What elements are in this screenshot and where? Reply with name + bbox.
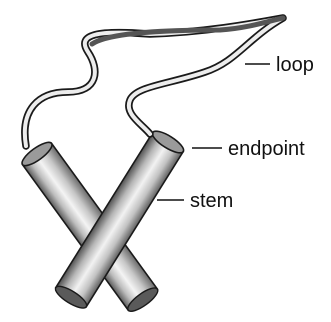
endpoint-label: endpoint [228, 138, 305, 160]
loop-label: loop [276, 54, 314, 76]
loop [25, 18, 283, 146]
stem-label: stem [190, 190, 233, 212]
